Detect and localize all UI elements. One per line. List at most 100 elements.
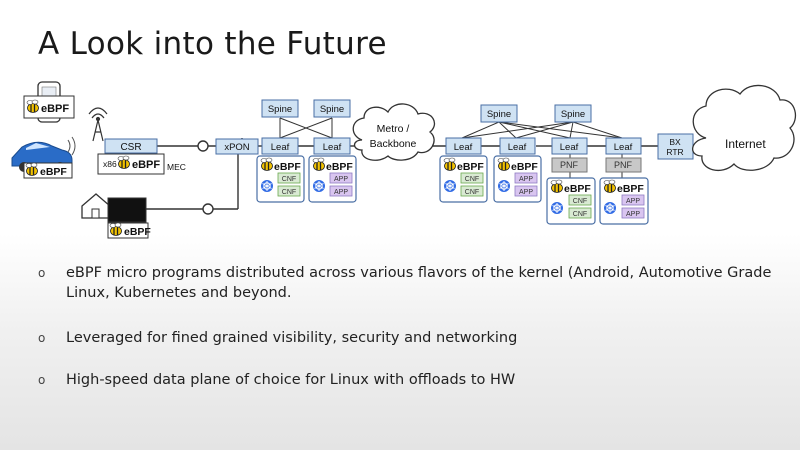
list-item: o eBPF micro programs distributed across… [38, 263, 788, 303]
svg-text:CNF: CNF [465, 176, 479, 183]
svg-text:PNF: PNF [560, 160, 579, 170]
svg-text:Leaf: Leaf [271, 142, 290, 153]
svg-text:APP: APP [334, 176, 348, 183]
internet-cloud: Internet [692, 84, 797, 172]
kubernetes-icon [497, 179, 511, 193]
spine-leaf-mesh-left [279, 117, 333, 139]
leaf-node[interactable]: Leaf [313, 137, 351, 155]
leaf-node[interactable]: Leaf [605, 137, 642, 155]
svg-text:CSR: CSR [120, 142, 141, 153]
kubernetes-icon [550, 201, 564, 215]
svg-text:eBPF: eBPF [124, 226, 151, 238]
slide-title: A Look into the Future [38, 26, 387, 62]
ebpf-bee-icon [312, 157, 326, 172]
bullet-marker: o [38, 266, 46, 280]
spine-leaf-mesh-right [461, 121, 623, 139]
bullet-list: o eBPF micro programs distributed across… [38, 263, 788, 390]
pnf-node[interactable]: PNF [551, 157, 588, 173]
svg-text:PNF: PNF [614, 160, 633, 170]
network-diagram: eBPF eBPF CSR x86 eBPF MEC eBPF xPON [11, 81, 797, 239]
ebpf-bee-icon [497, 157, 511, 172]
svg-text:eBPF: eBPF [274, 161, 301, 173]
ebpf-bee-icon [603, 179, 617, 194]
spine-node[interactable]: Spine [554, 104, 592, 123]
svg-text:eBPF: eBPF [40, 166, 67, 178]
list-item: o Leveraged for fined grained visibility… [38, 328, 788, 348]
svg-text:eBPF: eBPF [511, 161, 538, 173]
bx-rtr-node[interactable]: BX RTR [657, 133, 694, 160]
svg-text:Backbone: Backbone [370, 138, 417, 150]
bullet-marker: o [38, 373, 46, 387]
svg-text:CNF: CNF [282, 176, 296, 183]
svg-text:xPON: xPON [224, 142, 249, 153]
metro-backbone-cloud: Metro / Backbone [352, 103, 435, 161]
server-app: eBPF APP APP [493, 155, 542, 203]
bullet-text: Leveraged for fined grained visibility, … [66, 330, 518, 346]
ebpf-bee-icon [109, 222, 123, 237]
svg-text:Internet: Internet [725, 137, 766, 151]
svg-text:eBPF: eBPF [132, 159, 160, 171]
svg-text:CNF: CNF [573, 198, 587, 205]
leaf-pnf-links [569, 154, 623, 178]
svg-text:APP: APP [334, 189, 348, 196]
leaf-node[interactable]: Leaf [445, 137, 482, 155]
leaf-node[interactable]: Leaf [261, 137, 299, 155]
phone-device: eBPF [23, 81, 75, 123]
svg-text:Leaf: Leaf [614, 142, 633, 153]
svg-text:Spine: Spine [320, 104, 344, 115]
leaf-node[interactable]: Leaf [551, 137, 588, 155]
svg-text:Leaf: Leaf [454, 142, 473, 153]
bullet-text: eBPF micro programs distributed across v… [66, 265, 772, 301]
ebpf-bee-icon [550, 179, 564, 194]
svg-text:RTR: RTR [666, 147, 683, 157]
ebpf-bee-icon [117, 155, 131, 170]
server-app: eBPF APP APP [599, 177, 649, 225]
ebpf-bee-icon [26, 99, 40, 114]
svg-text:BX: BX [669, 137, 681, 147]
svg-text:x86: x86 [103, 159, 117, 169]
svg-text:eBPF: eBPF [41, 103, 69, 115]
xpon-node[interactable]: xPON [215, 138, 259, 155]
server-cnf: eBPF CNF CNF [439, 155, 488, 203]
spine-node[interactable]: Spine [480, 104, 518, 123]
svg-text:eBPF: eBPF [326, 161, 353, 173]
kubernetes-icon [443, 179, 457, 193]
svg-text:eBPF: eBPF [617, 183, 644, 195]
pnf-node[interactable]: PNF [605, 157, 642, 173]
svg-text:MEC: MEC [167, 162, 186, 172]
mec-server[interactable]: x86 eBPF MEC [97, 153, 186, 175]
cell-tower-icon [88, 107, 108, 142]
bullet-marker: o [38, 331, 46, 345]
svg-text:Leaf: Leaf [560, 142, 579, 153]
svg-text:CNF: CNF [465, 189, 479, 196]
server-cnf: eBPF CNF CNF [256, 155, 305, 203]
spine-node[interactable]: Spine [261, 99, 299, 118]
csr-node[interactable]: CSR [104, 138, 158, 154]
svg-text:Spine: Spine [268, 104, 292, 115]
svg-text:Metro /: Metro / [377, 123, 410, 135]
svg-text:APP: APP [626, 211, 640, 218]
car-device: eBPF [11, 136, 76, 179]
kubernetes-icon [260, 179, 274, 193]
svg-text:CNF: CNF [573, 211, 587, 218]
list-item: o High-speed data plane of choice for Li… [38, 370, 788, 390]
svg-text:APP: APP [519, 189, 533, 196]
svg-text:APP: APP [626, 198, 640, 205]
house-tv-device: eBPF [81, 193, 151, 239]
svg-text:eBPF: eBPF [457, 161, 484, 173]
kubernetes-icon [603, 201, 617, 215]
server-app: eBPF APP APP [308, 155, 357, 203]
bullet-text: High-speed data plane of choice for Linu… [66, 372, 516, 388]
svg-text:APP: APP [519, 176, 533, 183]
svg-text:Leaf: Leaf [508, 142, 527, 153]
ebpf-bee-icon [443, 157, 457, 172]
svg-text:eBPF: eBPF [564, 183, 591, 195]
leaf-node[interactable]: Leaf [499, 137, 536, 155]
ebpf-bee-icon [25, 162, 39, 177]
ebpf-bee-icon [260, 157, 274, 172]
svg-text:Spine: Spine [487, 109, 511, 120]
spine-node[interactable]: Spine [313, 99, 351, 118]
svg-text:CNF: CNF [282, 189, 296, 196]
svg-text:Spine: Spine [561, 109, 585, 120]
server-cnf: eBPF CNF CNF [546, 177, 596, 225]
